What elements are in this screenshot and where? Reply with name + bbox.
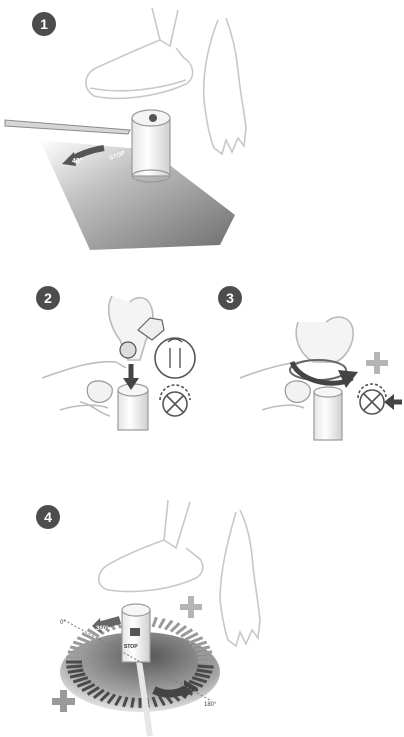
step-4-illustration: 0° 360° STOP 180° xyxy=(52,500,260,736)
nozzle-icon xyxy=(155,338,195,378)
dial-tick xyxy=(198,657,214,658)
step-1-angle-label: 40° xyxy=(72,157,83,165)
hand-icon xyxy=(220,510,260,646)
foot-icon xyxy=(86,8,193,98)
dial-tick xyxy=(159,619,164,628)
step-4-180-label: 180° xyxy=(204,702,217,708)
step-4-360-label: 360° xyxy=(96,626,109,632)
plus-icon xyxy=(52,690,75,712)
hand-icon xyxy=(204,18,246,154)
sprinkler-head-icon xyxy=(118,384,148,430)
dial-tick xyxy=(165,621,172,630)
sprinkler-head-icon xyxy=(132,110,170,182)
dial-tick xyxy=(66,666,82,667)
rotation-dial-icon xyxy=(358,384,386,414)
plus-icon xyxy=(366,352,388,374)
adjust-key-icon xyxy=(5,120,130,134)
dial-tick xyxy=(66,657,82,658)
step-1-illustration: 40° STOP xyxy=(5,8,246,250)
step-4-zero-label: 0° xyxy=(60,620,66,626)
step-2-illustration xyxy=(42,296,195,430)
plus-icon xyxy=(180,596,202,618)
dial-tick xyxy=(171,623,180,631)
dial-tick xyxy=(153,617,157,627)
dial-tick xyxy=(198,666,214,667)
sprinkler-head-icon xyxy=(314,387,342,440)
foot-icon xyxy=(99,500,203,592)
dial-tick xyxy=(132,698,134,708)
rotation-dial-icon xyxy=(160,385,190,416)
step-4-stop-label: STOP xyxy=(124,644,138,650)
sprinkler-head-icon xyxy=(122,604,150,662)
hand-icon xyxy=(296,317,353,362)
step-3-illustration xyxy=(240,317,402,440)
